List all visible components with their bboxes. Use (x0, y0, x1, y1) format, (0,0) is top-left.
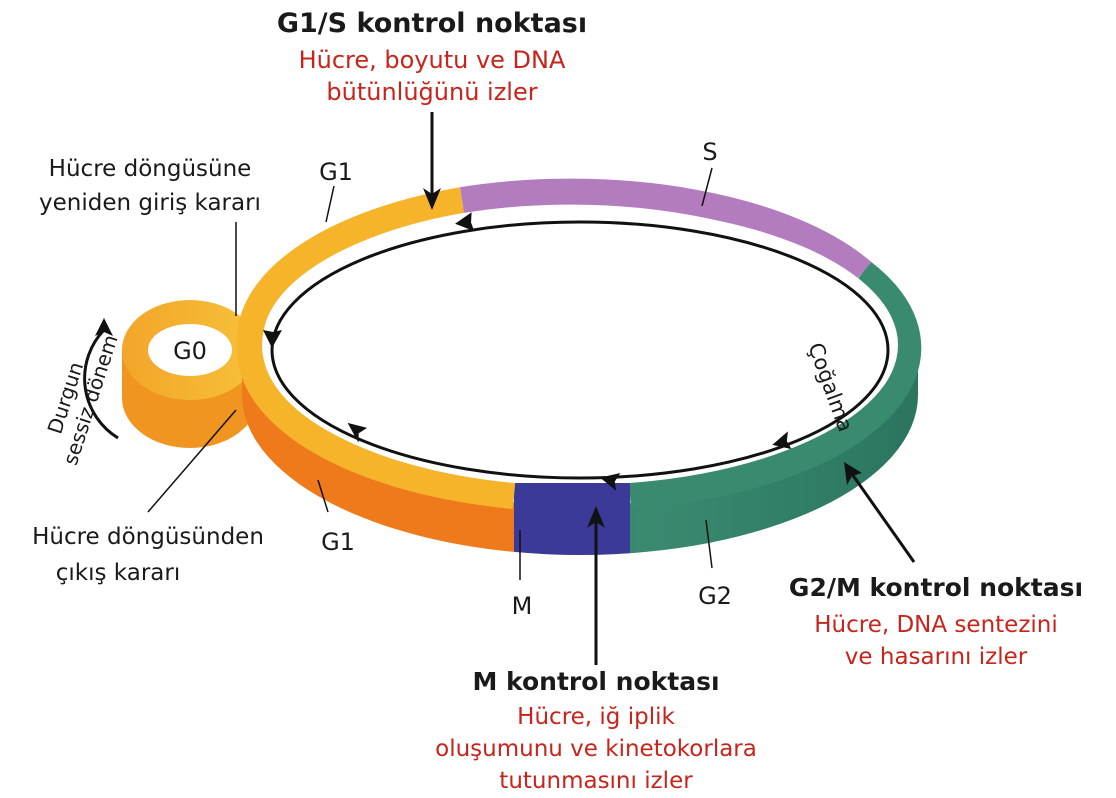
phase-label-g2: G2 (698, 582, 732, 610)
reentry-decision-2: yeniden giriş kararı (39, 190, 261, 216)
phase-label-g0: G0 (173, 337, 207, 365)
g1s-checkpoint-desc-1: Hücre, boyutu ve DNA (299, 46, 566, 74)
g1s-checkpoint-title: G1/S kontrol noktası (277, 8, 587, 39)
phase-label-g1-bottom: G1 (321, 528, 355, 556)
phase-label-g1-top: G1 (319, 158, 353, 186)
g2m-checkpoint-desc-2: ve hasarını izler (845, 644, 1028, 670)
m-checkpoint-desc-2: oluşumunu ve kinetokorlara (435, 736, 757, 762)
reentry-decision-1: Hücre döngüsüne (49, 156, 252, 182)
m-checkpoint-desc-3: tutunmasını izler (499, 768, 693, 794)
g2m-checkpoint-title: G2/M kontrol noktası (789, 573, 1083, 602)
phase-label-m: M (512, 592, 533, 620)
phase-label-s: S (702, 138, 717, 166)
m-checkpoint-title: M kontrol noktası (472, 667, 719, 696)
exit-decision-2: çıkış kararı (56, 560, 180, 586)
exit-decision-1: Hücre döngüsünden (32, 524, 264, 550)
ring-inner (262, 207, 898, 483)
g2m-checkpoint-desc-1: Hücre, DNA sentezini (814, 612, 1058, 638)
g1s-checkpoint-desc-2: bütünlüğünü izler (326, 78, 537, 106)
m-checkpoint-desc-1: Hücre, iğ iplik (517, 704, 675, 730)
g0-ring (122, 300, 258, 448)
